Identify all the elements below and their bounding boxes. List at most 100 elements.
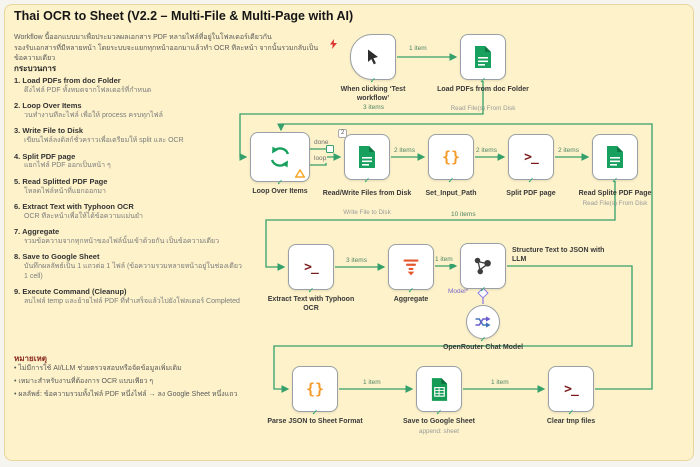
node-save-to-google-sheet[interactable]: ✓ bbox=[416, 366, 462, 417]
node-label-extract: Extract Text with Typhoon OCR bbox=[267, 296, 355, 312]
process-step: 2. Loop Over Items วนทำงานทีละไฟล์ เพื่อ… bbox=[14, 101, 246, 120]
node-label-load-pdfs: Load PDFs from doc Folder bbox=[437, 86, 529, 93]
step-number: 7. bbox=[14, 227, 21, 237]
node-split-pdf-page[interactable]: >_ ✓ bbox=[508, 134, 554, 185]
step-description: แยกไฟล์ PDF ออกเป็นหน้า ๆ bbox=[24, 162, 111, 170]
success-check-icon: ✓ bbox=[311, 408, 319, 417]
step-description: เขียนไฟล์ลงดิสก์ชั่วคราวเพื่อเตรียมให้ s… bbox=[24, 137, 184, 145]
success-check-icon: ✓ bbox=[369, 76, 377, 85]
success-check-icon: ✓ bbox=[307, 286, 315, 295]
braces-icon: {} bbox=[305, 380, 325, 398]
node-sublabel-read-split: Read File(s) From Disk bbox=[582, 200, 648, 207]
note-item: เหมาะสำหรับงานที่ต้องการ OCR แบบเพียว ๆ bbox=[14, 377, 264, 387]
edge-label-item-count: 10 items bbox=[450, 211, 477, 219]
model-port-label: Model* bbox=[447, 288, 470, 296]
note-item: ผลลัพธ์: ข้อความรวมทั้งไฟล์ PDF หนึ่งไฟล… bbox=[14, 390, 264, 400]
node-label-trigger: When clicking ‘Test workflow’ bbox=[340, 86, 406, 102]
success-check-icon: ✓ bbox=[527, 176, 535, 185]
output-label-done: done bbox=[313, 139, 330, 147]
edge-label-item-count: 2 items bbox=[557, 147, 580, 155]
file-icon bbox=[357, 145, 377, 169]
edge-label-item-count: 1 item bbox=[434, 256, 454, 264]
terminal-icon: >_ bbox=[524, 149, 539, 165]
step-description: รวมข้อความจากทุกหน้าของไฟล์นั้นเข้าด้วยก… bbox=[24, 237, 220, 245]
node-sublabel-load-pdfs: Read File(s) From Disk bbox=[450, 105, 516, 112]
edge-label-item-count: 1 item bbox=[362, 379, 382, 387]
node-aggregate[interactable]: ✓ bbox=[388, 244, 434, 295]
note-item: ไม่มีการใช้ AI/LLM ช่วยตรวจสอบหรือจัดข้อ… bbox=[14, 364, 264, 374]
step-title: Extract Text with Typhoon OCR bbox=[22, 201, 134, 211]
step-number: 5. bbox=[14, 176, 21, 186]
step-title: Load PDFs from doc Folder bbox=[22, 76, 121, 85]
step-description: ดึงไฟล์ PDF ทั้งหมดจากโฟลเดอร์ที่กำหนด bbox=[24, 86, 152, 94]
node-label-loop: Loop Over Items bbox=[252, 188, 308, 195]
process-heading: กระบวนการ bbox=[14, 64, 57, 73]
process-step: 7. Aggregate รวมข้อความจากทุกหน้าของไฟล์… bbox=[14, 227, 246, 246]
success-check-icon: ✓ bbox=[479, 285, 487, 294]
edge-label-item-count: 2 items bbox=[393, 147, 416, 155]
step-number: 1. bbox=[14, 76, 21, 85]
terminal-icon: >_ bbox=[304, 259, 319, 275]
node-label-clear-tmp: Clear tmp files bbox=[546, 418, 596, 425]
node-loop-over-items[interactable]: ✓ bbox=[250, 132, 310, 187]
node-structure-text-to-json-llm[interactable]: ✓ bbox=[460, 243, 506, 294]
workflow-intro: Workflow นี้ออกแบบมาเพื่อประมวลผลเอกสาร … bbox=[14, 33, 336, 65]
node-label-read-split: Read Splite PDF Page bbox=[578, 190, 652, 197]
node-load-pdfs-from-doc-folder[interactable]: ✓ bbox=[460, 34, 506, 85]
notes-heading: หมายเหตุ bbox=[14, 354, 47, 363]
edge-label-item-count: 1 item bbox=[408, 45, 428, 53]
node-label-set-input-path: Set_Input_Path bbox=[425, 190, 477, 197]
ai-molecule-icon bbox=[472, 255, 494, 277]
step-number: 4. bbox=[14, 151, 21, 161]
loop-icon bbox=[267, 144, 293, 170]
node-read-splite-pdf-page[interactable]: ✓ bbox=[592, 134, 638, 185]
step-title: Save to Google Sheet bbox=[22, 252, 100, 262]
success-check-icon: ✓ bbox=[276, 178, 284, 187]
step-description: วนทำงานทีละไฟล์ เพื่อให้ process ครบทุกไ… bbox=[24, 111, 163, 119]
node-label-structure: Structure Text to JSON with LLM bbox=[512, 247, 605, 263]
process-step: 5. Read Splitted PDF Page โหลดไฟล์หน้าที… bbox=[14, 177, 246, 196]
file-icon bbox=[605, 145, 625, 169]
step-title: Read Splitted PDF Page bbox=[22, 176, 108, 186]
add-node-button[interactable] bbox=[326, 145, 334, 153]
process-step: 6. Extract Text with Typhoon OCR OCR ทีล… bbox=[14, 202, 246, 221]
success-check-icon: ✓ bbox=[567, 408, 575, 417]
node-label-rw-files: Read/Write Files from Disk bbox=[322, 190, 412, 197]
node-read-write-files-from-disk[interactable]: 2 ✓ bbox=[338, 129, 390, 185]
success-check-icon: ✓ bbox=[447, 176, 455, 185]
step-description: ลบไฟล์ temp และย้ายไฟล์ PDF ที่ทำเสร็จแล… bbox=[24, 297, 240, 305]
node-sublabel-rw-files: Write File to Disk bbox=[343, 209, 391, 216]
step-title: Write File to Disk bbox=[22, 126, 84, 136]
node-openrouter-chat-model[interactable]: ✓ bbox=[466, 305, 500, 344]
node-when-clicking-test-workflow[interactable]: ✓ bbox=[350, 34, 396, 85]
process-step: 9. Execute Command (Cleanup) ลบไฟล์ temp… bbox=[14, 287, 246, 306]
step-number: 3. bbox=[14, 126, 21, 136]
edge-label-item-count: 3 items bbox=[362, 104, 385, 112]
node-parse-json-to-sheet-format[interactable]: {} ✓ bbox=[292, 366, 338, 417]
warning-triangle-icon bbox=[295, 169, 305, 178]
cursor-icon bbox=[363, 47, 383, 67]
openrouter-icon bbox=[474, 313, 492, 331]
step-number: 2. bbox=[14, 101, 21, 111]
output-label-loop: loop bbox=[313, 155, 328, 163]
process-step-list: 1. Load PDFs from doc Folder ดึงไฟล์ PDF… bbox=[14, 76, 246, 312]
node-clear-tmp-files[interactable]: >_ ✓ bbox=[548, 366, 594, 417]
success-check-icon: ✓ bbox=[611, 176, 619, 185]
step-number: 6. bbox=[14, 201, 21, 211]
run-count-badge: 2 bbox=[338, 129, 348, 138]
braces-icon: {} bbox=[441, 148, 461, 166]
node-extract-text-typhoon-ocr[interactable]: >_ ✓ bbox=[288, 244, 334, 295]
node-set-input-path[interactable]: {} ✓ bbox=[428, 134, 474, 185]
notes-list: ไม่มีการใช้ AI/LLM ช่วยตรวจสอบหรือจัดข้อ… bbox=[14, 364, 264, 402]
node-sublabel-save-sheet: append: sheet bbox=[419, 428, 459, 435]
success-check-icon: ✓ bbox=[435, 408, 443, 417]
node-label-parse-json: Parse JSON to Sheet Format bbox=[267, 418, 363, 425]
google-sheets-icon bbox=[430, 377, 449, 402]
step-title: Split PDF page bbox=[22, 151, 76, 161]
edge-label-item-count: 2 items bbox=[475, 147, 498, 155]
node-label-save-sheet: Save to Google Sheet bbox=[403, 418, 475, 425]
step-title: Aggregate bbox=[22, 227, 60, 237]
workflow-title: Thai OCR to Sheet (V2.2 – Multi-File & M… bbox=[14, 9, 354, 23]
